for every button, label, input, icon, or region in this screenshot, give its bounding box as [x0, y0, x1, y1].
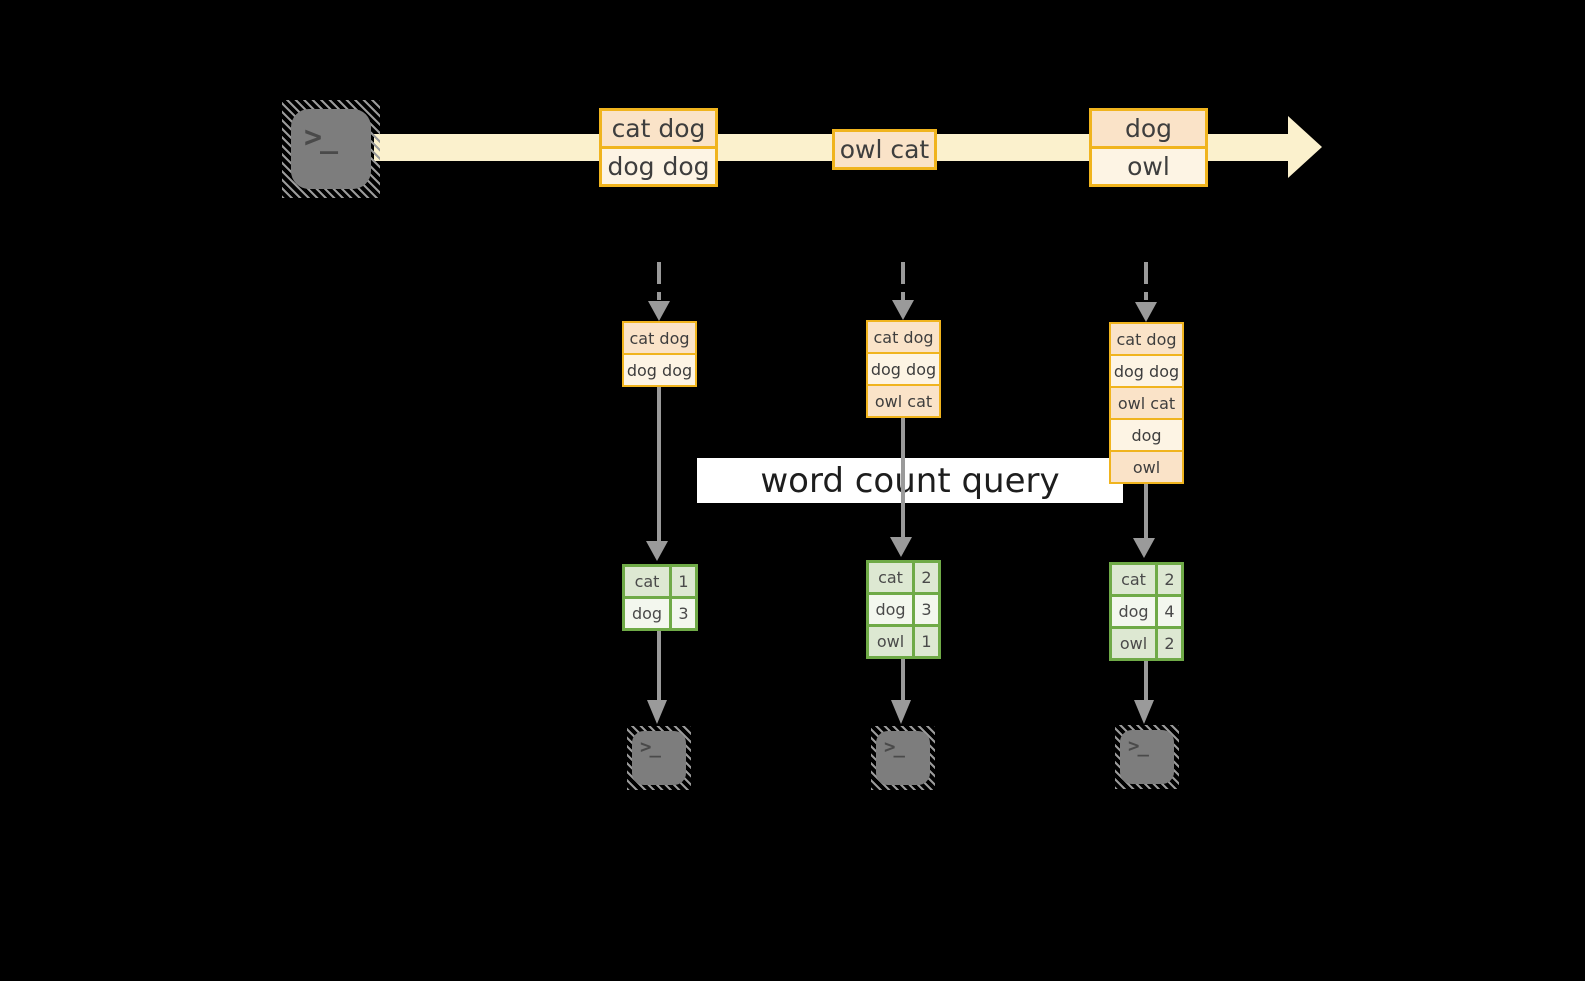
record-row: owl	[1092, 149, 1205, 184]
record-row: dog	[1092, 111, 1205, 146]
query-arrow	[1144, 483, 1148, 539]
record-row: cat dog	[602, 111, 715, 146]
count-cell: 2	[1158, 629, 1181, 658]
word-cell: dog	[625, 599, 669, 628]
batch-box-3: dog owl	[1089, 108, 1208, 187]
state-row: dog dog	[624, 355, 695, 385]
word-cell: cat	[869, 563, 912, 592]
state-row: owl	[1111, 452, 1182, 482]
terminal-screen	[632, 731, 686, 785]
state-dashed-arrow	[1144, 262, 1148, 300]
sink-arrowhead-icon	[647, 700, 667, 724]
terminal-screen	[291, 109, 371, 189]
word-cell: cat	[1112, 565, 1155, 594]
state-box-2: cat dog dog dog owl cat	[866, 320, 941, 418]
table-row: cat 1	[625, 567, 695, 596]
word-cell: cat	[625, 567, 669, 596]
word-cell: owl	[869, 627, 912, 656]
count-table-3: cat 2 dog 4 owl 2	[1109, 562, 1184, 661]
sink-terminal-icon: >_	[1115, 725, 1179, 789]
record-row: owl cat	[835, 132, 934, 167]
query-band: word count query	[697, 458, 1123, 503]
sink-arrow	[1144, 661, 1148, 703]
word-cell: owl	[1112, 629, 1155, 658]
state-row: cat dog	[868, 322, 939, 352]
count-cell: 2	[1158, 565, 1181, 594]
state-dashed-arrow	[901, 262, 905, 300]
terminal-prompt-glyph: >_	[304, 120, 338, 155]
count-cell: 3	[915, 595, 938, 624]
sink-arrowhead-icon	[1134, 700, 1154, 724]
state-box-1: cat dog dog dog	[622, 321, 697, 387]
query-arrow	[657, 387, 661, 542]
count-table-2: cat 2 dog 3 owl 1	[866, 560, 941, 659]
query-arrow	[901, 418, 905, 538]
sink-terminal-icon: >_	[627, 726, 691, 790]
state-row: dog	[1111, 420, 1182, 450]
query-label: word count query	[760, 460, 1060, 501]
count-cell: 1	[672, 567, 695, 596]
stream-arrowhead-icon	[1288, 116, 1322, 178]
table-row: dog 3	[869, 595, 938, 624]
terminal-prompt-glyph: >_	[640, 736, 661, 758]
state-row: cat dog	[1111, 324, 1182, 354]
terminal-screen	[1120, 730, 1174, 784]
table-row: owl 1	[869, 627, 938, 656]
sink-arrowhead-icon	[891, 700, 911, 724]
table-row: owl 2	[1112, 629, 1181, 658]
sink-arrow	[657, 631, 661, 703]
word-cell: dog	[1112, 597, 1155, 626]
state-arrowhead-icon	[1135, 302, 1157, 322]
count-cell: 4	[1158, 597, 1181, 626]
terminal-screen	[876, 731, 930, 785]
state-row: owl cat	[1111, 388, 1182, 418]
state-row: cat dog	[624, 323, 695, 353]
query-arrowhead-icon	[890, 537, 912, 557]
word-cell: dog	[869, 595, 912, 624]
state-dashed-arrow	[657, 262, 661, 300]
count-cell: 3	[672, 599, 695, 628]
record-row: dog dog	[602, 149, 715, 184]
state-row: owl cat	[868, 386, 939, 416]
sink-terminal-icon: >_	[871, 726, 935, 790]
source-terminal-icon: >_	[282, 100, 380, 198]
count-cell: 2	[915, 563, 938, 592]
count-cell: 1	[915, 627, 938, 656]
sink-arrow	[901, 659, 905, 703]
count-table-1: cat 1 dog 3	[622, 564, 698, 631]
query-arrowhead-icon	[646, 541, 668, 561]
batch-box-2: owl cat	[832, 129, 937, 170]
state-row: dog dog	[868, 354, 939, 384]
table-row: cat 2	[1112, 565, 1181, 594]
table-row: cat 2	[869, 563, 938, 592]
table-row: dog 3	[625, 599, 695, 628]
state-arrowhead-icon	[648, 301, 670, 321]
terminal-prompt-glyph: >_	[884, 736, 905, 758]
query-arrowhead-icon	[1133, 538, 1155, 558]
table-row: dog 4	[1112, 597, 1181, 626]
terminal-prompt-glyph: >_	[1128, 735, 1149, 757]
state-row: dog dog	[1111, 356, 1182, 386]
state-box-3: cat dog dog dog owl cat dog owl	[1109, 322, 1184, 484]
state-arrowhead-icon	[892, 300, 914, 320]
batch-box-1: cat dog dog dog	[599, 108, 718, 187]
